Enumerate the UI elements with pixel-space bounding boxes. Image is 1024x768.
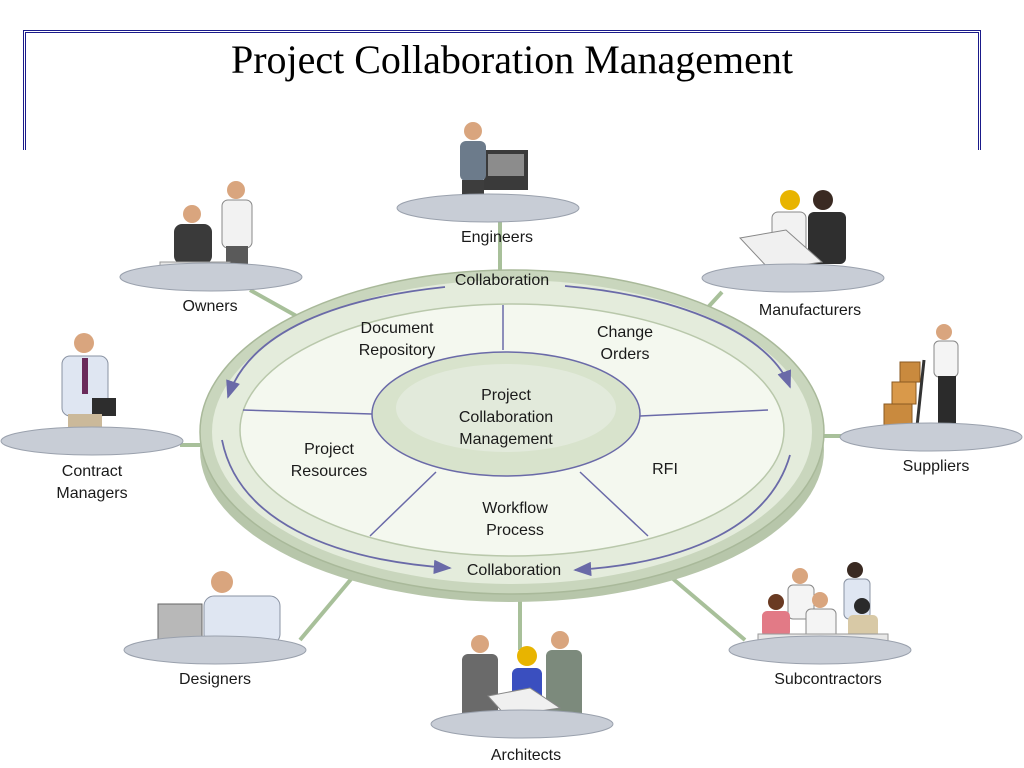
person-head-icon <box>211 571 233 593</box>
laptop-icon <box>157 603 203 641</box>
person-body-icon <box>546 650 582 720</box>
divider-right <box>639 409 769 417</box>
center-hub-glow <box>396 364 616 452</box>
necktie-icon <box>82 358 88 394</box>
box-icon <box>899 361 921 383</box>
workflow-process-line-1: Workflow <box>482 500 548 517</box>
person-head-icon <box>183 205 201 223</box>
blueprint-icon <box>739 229 824 271</box>
owners-label: Owners <box>182 298 237 315</box>
section-change-orders: Change Orders <box>597 324 653 363</box>
subcontractors-label: Subcontractors <box>774 671 882 688</box>
suppliers-label: Suppliers <box>903 458 970 475</box>
person-head-icon <box>471 635 489 653</box>
divider-bottom-left <box>369 471 437 537</box>
person-body-icon <box>460 141 486 181</box>
designers-label: Designers <box>179 671 251 688</box>
briefcase-icon <box>92 398 116 416</box>
spoke-designers <box>298 576 354 642</box>
person-body-icon <box>808 212 846 264</box>
person-head-icon <box>74 333 94 353</box>
stakeholder-architects: Architects <box>430 631 614 764</box>
platform-contract-managers <box>0 426 184 456</box>
person-head-icon <box>854 598 870 614</box>
person-head-icon <box>813 190 833 210</box>
workflow-process-line-2: Process <box>486 522 544 539</box>
rfi-label: RFI <box>652 461 678 478</box>
person-head-icon <box>792 568 808 584</box>
platform-architects <box>430 709 614 739</box>
person-body-icon <box>221 199 253 249</box>
stakeholder-manufacturers: Manufacturers <box>701 190 885 319</box>
box-icon <box>891 381 917 405</box>
change-orders-line-1: Change <box>597 324 653 341</box>
spokes <box>180 218 842 650</box>
document-repository-line-2: Repository <box>359 342 435 359</box>
person-head-icon <box>768 594 784 610</box>
center-line-1: Project <box>481 387 531 404</box>
blueprint-icon <box>487 687 562 717</box>
collaboration-arrows <box>221 285 791 577</box>
center-line-3: Management <box>459 431 553 448</box>
ring-bottom-label: Collaboration <box>467 562 561 579</box>
platform-suppliers <box>839 422 1023 452</box>
platform-owners <box>119 262 303 292</box>
project-resources-line-1: Project <box>304 441 354 458</box>
document-repository-line-1: Document <box>361 320 434 337</box>
person-head-icon <box>847 562 863 578</box>
contract-managers-line-1: Contract <box>62 463 123 480</box>
person-body-icon <box>762 611 790 637</box>
center-line-2: Collaboration <box>459 409 553 426</box>
platform-subcontractors <box>728 635 912 665</box>
person-body-icon <box>462 654 498 720</box>
section-rfi: RFI <box>652 461 678 478</box>
person-head-icon <box>464 122 482 140</box>
person-body-icon <box>174 224 212 264</box>
ring-top-label: Collaboration <box>455 272 549 289</box>
change-orders-line-2: Orders <box>601 346 650 363</box>
spoke-owners <box>249 288 301 320</box>
page-title: Project Collaboration Management <box>230 37 794 82</box>
title-frame <box>23 30 981 150</box>
person-body-icon <box>933 340 959 378</box>
section-workflow-process: Workflow Process <box>482 500 548 539</box>
section-dividers <box>242 305 769 537</box>
person-head-icon <box>551 631 569 649</box>
monitor-screen <box>488 154 524 176</box>
stakeholder-subcontractors: Subcontractors <box>728 562 912 688</box>
arrow-bottom-left <box>221 439 452 575</box>
divider-left <box>242 409 373 415</box>
center-label: Project Collaboration Management <box>459 387 553 448</box>
arrow-top-left <box>226 286 446 399</box>
person-head-icon <box>227 181 245 199</box>
stakeholder-contract-managers: Contract Managers <box>0 333 184 502</box>
arrow-bottom-right <box>573 454 791 577</box>
contract-managers-line-2: Managers <box>56 485 127 502</box>
platform-manufacturers <box>701 263 885 293</box>
project-resources-line-2: Resources <box>291 463 367 480</box>
stakeholder-owners: Owners <box>119 181 303 315</box>
divider-bottom-right <box>579 471 649 537</box>
section-project-resources: Project Resources <box>291 441 367 480</box>
hardhat-icon <box>517 646 537 666</box>
platform-engineers <box>396 193 580 223</box>
person-legs-icon <box>938 376 956 434</box>
hardhat-icon <box>780 190 800 210</box>
architects-label: Architects <box>491 747 561 764</box>
stakeholder-engineers: Engineers <box>396 122 580 246</box>
stakeholder-designers: Designers <box>123 571 307 688</box>
platform-designers <box>123 635 307 665</box>
section-document-repository: Document Repository <box>359 320 435 359</box>
manufacturers-label: Manufacturers <box>759 302 861 319</box>
person-body-icon <box>843 578 871 620</box>
engineers-label: Engineers <box>461 229 533 246</box>
stakeholder-suppliers: Suppliers <box>839 324 1023 475</box>
arrow-top-right <box>564 285 791 389</box>
person-head-icon <box>812 592 828 608</box>
person-head-icon <box>936 324 952 340</box>
spoke-subcontractors <box>670 576 747 642</box>
